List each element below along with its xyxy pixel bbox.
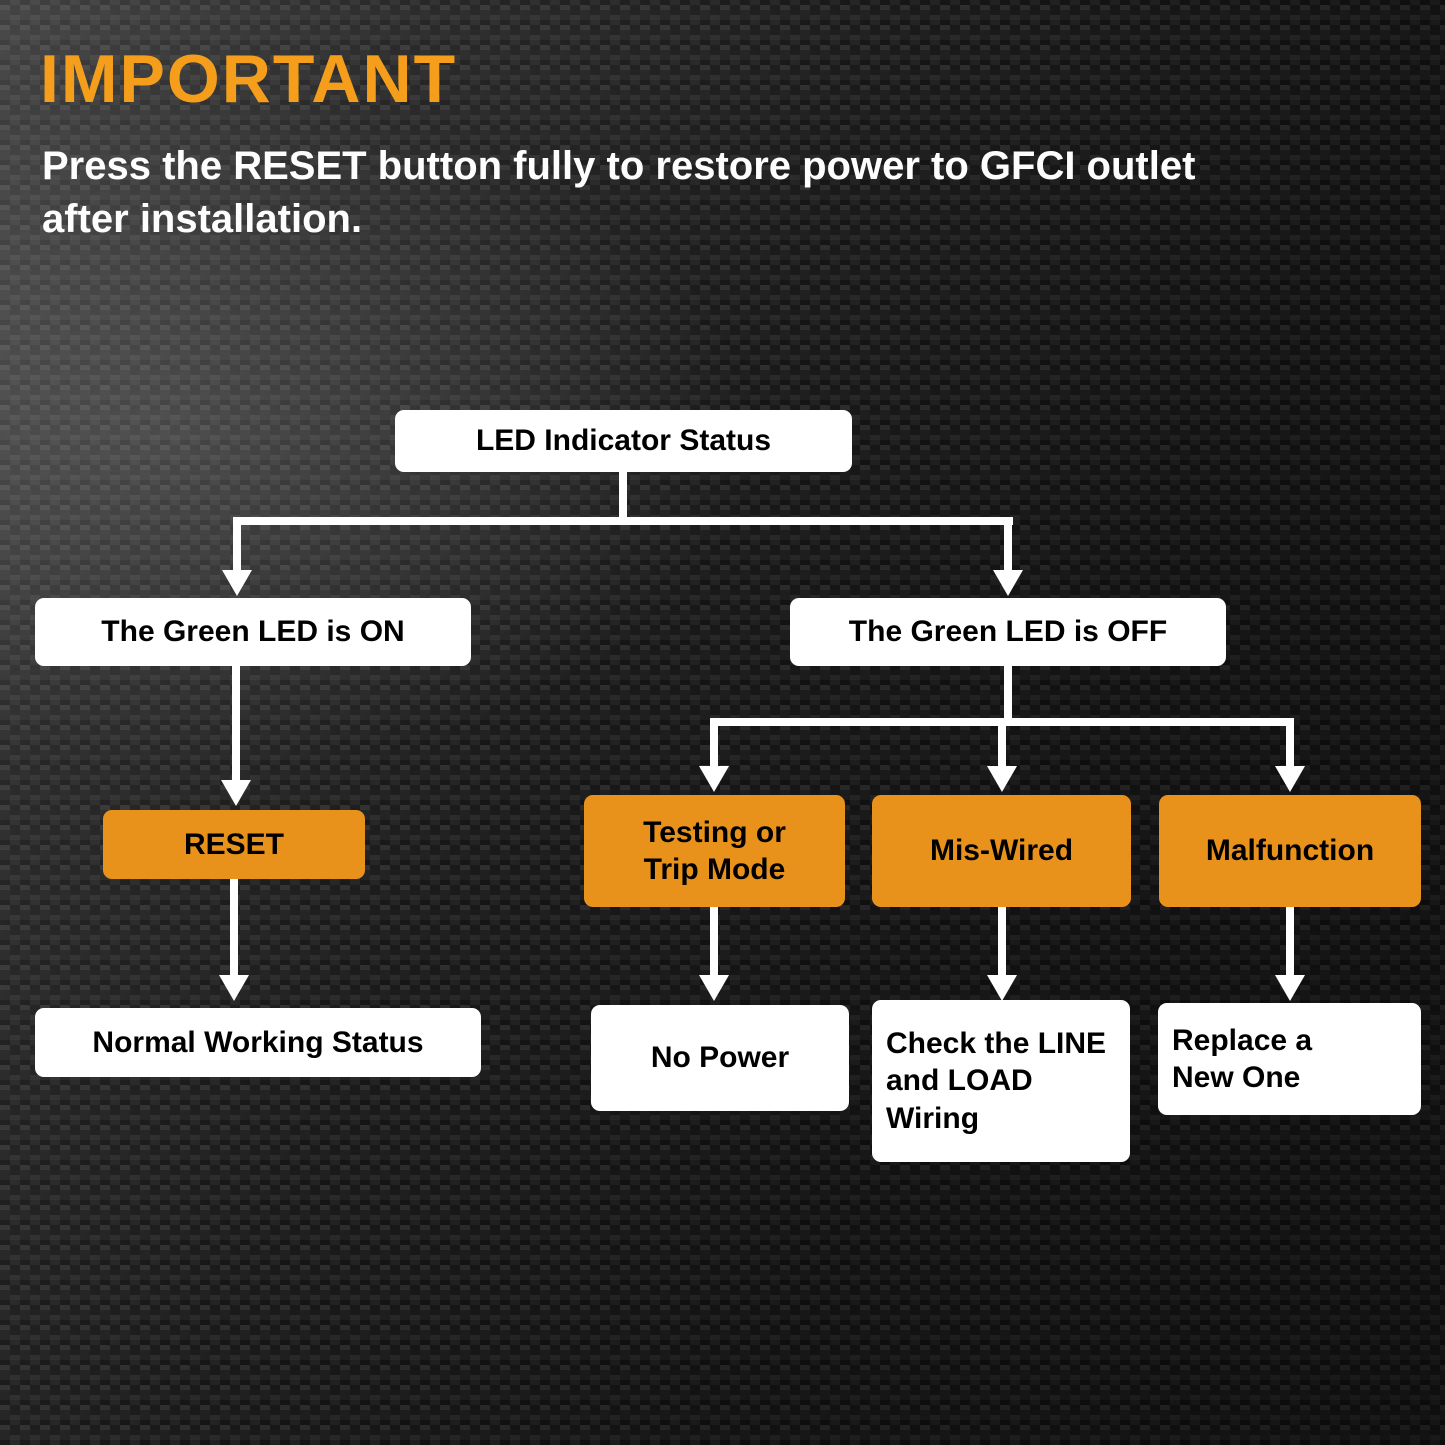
arrow-down-icon (221, 780, 251, 806)
connector-branch-on-stub (233, 519, 241, 572)
node-testing-or-trip-mode: Testing or Trip Mode (584, 795, 845, 907)
node-mis-wired: Mis-Wired (872, 795, 1131, 907)
node-check-line-load-wiring: Check the LINE and LOAD Wiring (872, 1000, 1130, 1162)
arrow-down-icon (222, 570, 252, 596)
arrow-down-icon (219, 975, 249, 1001)
connector-case-testing-stub (710, 720, 718, 770)
connector-branch-off-stub (1004, 519, 1012, 572)
connector-testing-to-nopower (710, 907, 718, 977)
node-reset: RESET (103, 810, 365, 879)
connector-root-stem (619, 470, 627, 522)
arrow-down-icon (987, 766, 1017, 792)
node-malfunction: Malfunction (1159, 795, 1421, 907)
connector-case-malfunction-stub (1286, 720, 1294, 770)
arrow-down-icon (987, 975, 1017, 1001)
node-replace-new-one: Replace a New One (1158, 1003, 1421, 1115)
connector-case-miswired-stub (998, 720, 1006, 770)
connector-reset-to-normal (230, 879, 238, 977)
node-no-power: No Power (591, 1005, 849, 1111)
arrow-down-icon (1275, 766, 1305, 792)
arrow-down-icon (699, 975, 729, 1001)
node-normal-working-status: Normal Working Status (35, 1008, 481, 1077)
connector-off-stem (1004, 666, 1012, 722)
node-green-led-off: The Green LED is OFF (790, 598, 1226, 666)
connector-malfunction-to-replace (1286, 907, 1294, 977)
node-led-indicator-status: LED Indicator Status (395, 410, 852, 472)
connector-on-to-reset (232, 666, 240, 782)
connector-root-bar (233, 517, 1013, 525)
arrow-down-icon (1275, 975, 1305, 1001)
connector-miswired-to-check (998, 907, 1006, 977)
page-subtitle: Press the RESET button fully to restore … (42, 144, 1196, 241)
arrow-down-icon (993, 570, 1023, 596)
page-title: IMPORTANT (40, 41, 458, 117)
arrow-down-icon (699, 766, 729, 792)
node-green-led-on: The Green LED is ON (35, 598, 471, 666)
